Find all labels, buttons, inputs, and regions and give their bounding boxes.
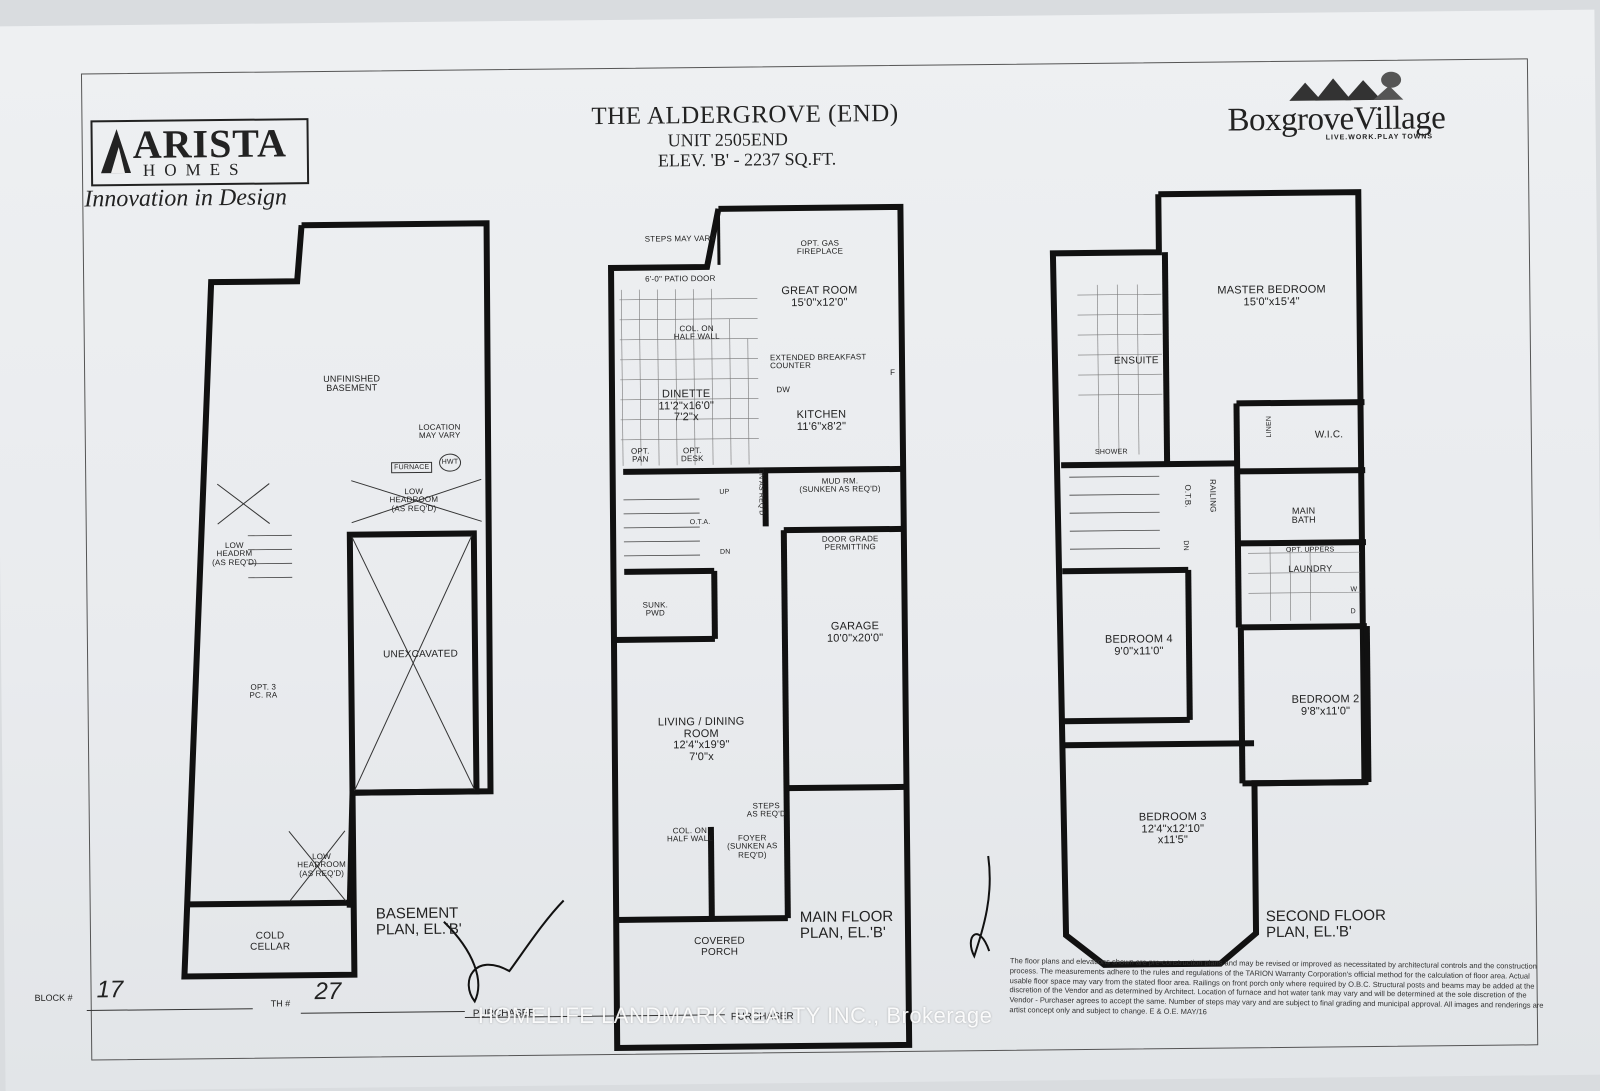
brokerage-watermark: HOMELIFE LANDMARK REALTY INC., Brokerage — [478, 1003, 992, 1029]
block-value: 17 — [96, 977, 123, 1002]
dn-label: DN — [720, 549, 731, 556]
th-label: TH # — [271, 999, 291, 1009]
sunk-pwd-label: SUNK.PWD — [643, 601, 669, 618]
floorplan-paper: ARISTA HOMES Innovation in Design THE AL… — [0, 10, 1600, 1091]
mud-room-label: MUD RM.(SUNKEN AS REQ'D) — [799, 477, 881, 495]
ensuite-label: ENSUITE — [1114, 356, 1159, 367]
patio-door-label: 6'-0" PATIO DOOR — [645, 275, 715, 284]
steps-may-vary-label: STEPS MAY VARY — [645, 235, 716, 244]
th-value: 27 — [314, 979, 341, 1004]
ota-label: O.T.A. — [690, 519, 711, 527]
wic-label: W.I.C. — [1315, 430, 1344, 441]
washer-label: W — [1350, 586, 1357, 593]
block-label: BLOCK # — [35, 994, 73, 1004]
up-label: UP — [719, 489, 729, 496]
furnace-label: FURNACE — [391, 462, 432, 474]
second-floor-dn-label: DN — [1182, 540, 1189, 551]
linen-label: LINEN — [1266, 416, 1274, 438]
disclaimer-text: The floor plans and elevations shown are… — [1009, 956, 1550, 1020]
laundry-label: LAUNDRY — [1288, 564, 1332, 574]
opt-pan-label: OPT.PAN — [631, 448, 650, 465]
shower-label: SHOWER — [1095, 449, 1128, 457]
unexcavated-label: UNEXCAVATED — [383, 650, 458, 661]
otb-label: O.T.B. — [1183, 484, 1192, 508]
opt-desk-label: OPT.DESK — [681, 447, 704, 464]
dn-as-reqd-label: DN AS REQ'D — [757, 469, 765, 516]
fridge-label: F — [890, 369, 895, 377]
dryer-label: D — [1351, 608, 1356, 615]
second-floor-outer-wall — [1052, 192, 1366, 965]
opt-uppers-label: OPT. UPPERS — [1286, 546, 1335, 554]
dishwasher-label: DW — [776, 386, 790, 395]
hwt-label: HWT — [439, 454, 461, 472]
tile-pattern — [619, 282, 1360, 628]
railing-label: RAILING — [1208, 479, 1217, 513]
